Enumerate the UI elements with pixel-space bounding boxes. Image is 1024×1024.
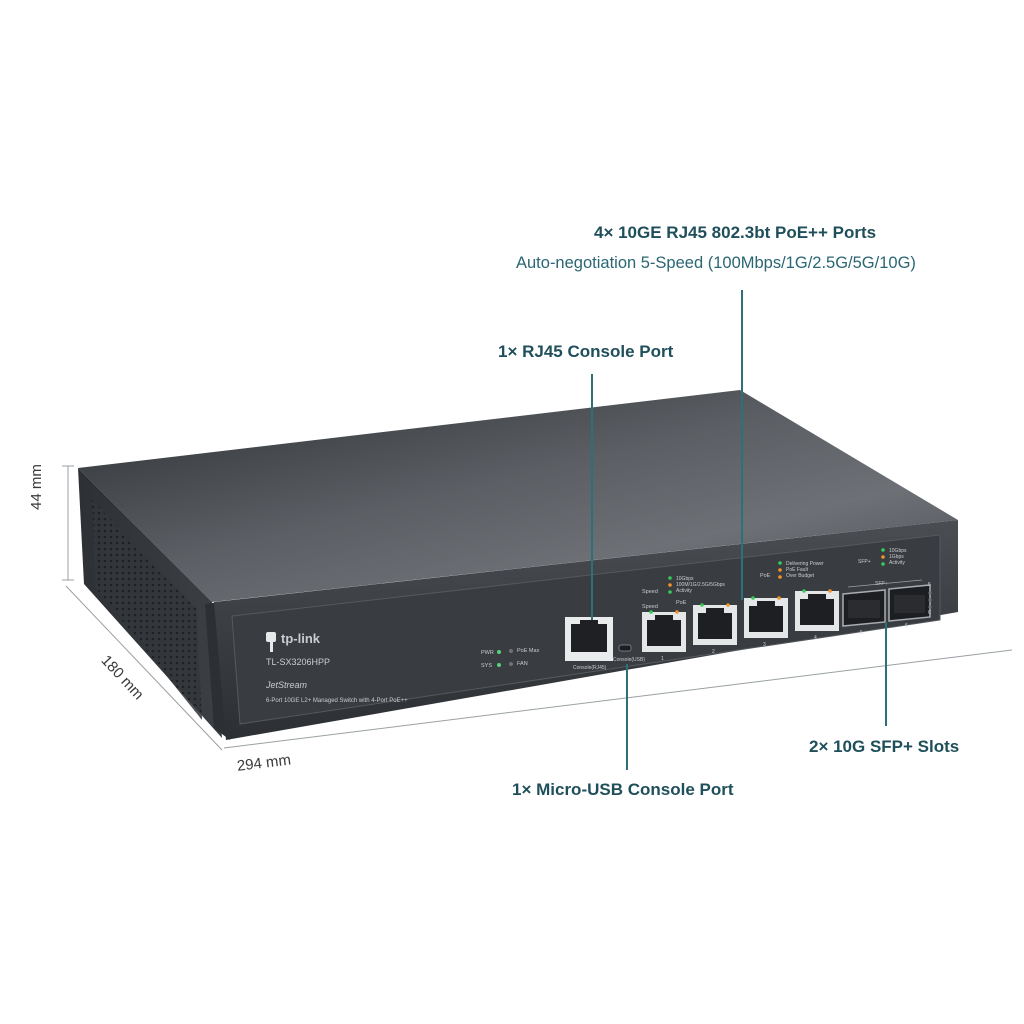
port-speed-led-label: Speed (642, 604, 658, 610)
console-usb-leader-line (626, 664, 628, 770)
pwr-led-label: PWR (481, 650, 494, 656)
device-description: 6-Port 10GE L2+ Managed Switch with 4-Po… (266, 698, 408, 704)
poe-led-legend: PoE Delivering Power PoE Fault Over Budg… (760, 561, 824, 579)
sfp-slots: SFP+ 5 6 5 6 (842, 579, 932, 636)
port-number-2: 2 (712, 649, 715, 655)
poe-ports-callout-subtitle: Auto-negotiation 5-Speed (100Mbps/1G/2.5… (516, 254, 916, 272)
poe-legend-item-2: PoE Fault (786, 567, 809, 573)
tp-link-logo: tp-link (266, 631, 321, 652)
fan-led (509, 662, 513, 666)
console-rj45-label: Console(RJ45) (573, 665, 607, 671)
poe-legend-item-3: Over Budget (786, 573, 815, 579)
port-number-1: 1 (661, 656, 664, 662)
rj45-port-1: 1 (642, 610, 686, 662)
speed-legend-item-2: 100M/1G/2.5G/5Gbps (676, 582, 725, 588)
sfp-legend-label: SFP+ (858, 559, 871, 565)
console-usb-port: Console(USB) (613, 644, 645, 663)
speed-legend-item-3: Activity (676, 588, 692, 594)
sys-led-label: SYS (481, 663, 492, 669)
sys-led (497, 663, 501, 667)
series-name: JetStream (265, 680, 308, 690)
dimension-lines (62, 465, 1013, 751)
sfp-slot-5: 5 (842, 589, 886, 636)
speed-legend-label: Speed (642, 589, 658, 595)
poe-legend-item-1: Delivering Power (786, 561, 824, 567)
poe-ports-leader-line (741, 290, 743, 600)
port-number-5: 5 (860, 630, 863, 636)
poe-max-led-label: PoE Max (517, 648, 540, 654)
fan-led-label: FAN (517, 661, 528, 667)
console-usb-callout: 1× Micro-USB Console Port (512, 780, 734, 799)
speed-legend-item-1: 10Gbps (676, 576, 694, 582)
console-rj45-callout: 1× RJ45 Console Port (498, 342, 674, 361)
sfp-led-legend: SFP+ 10Gbps 1Gbps Activity (858, 548, 907, 566)
poe-rj45-ports: 1 2 3 4 (642, 589, 839, 662)
console-rj45-leader-line (591, 374, 593, 620)
speed-led-legend: Speed 10Gbps 100M/1G/2.5G/5Gbps Activity… (642, 576, 725, 610)
console-rj45-port: Console(RJ45) (565, 617, 613, 671)
sfp-led-number-5: 5 (928, 582, 931, 588)
poe-legend-label: PoE (760, 573, 771, 579)
system-leds: PWR PoE Max SYS FAN (481, 648, 540, 669)
sfp-led-number-6: 6 (928, 610, 931, 616)
sfp-slots-callout: 2× 10G SFP+ Slots (809, 737, 960, 756)
poe-max-led (509, 649, 513, 653)
switch-top-surface (78, 390, 958, 602)
poe-ports-callout-title: 4× 10GE RJ45 802.3bt PoE++ Ports (594, 223, 877, 242)
port-number-4: 4 (814, 635, 817, 641)
brand-name: tp-link (281, 631, 321, 646)
model-name: TL-SX3206HPP (266, 657, 330, 667)
port-number-3: 3 (763, 642, 766, 648)
port-poe-led-label: PoE (676, 600, 687, 606)
height-dimension-label: 44 mm (28, 464, 45, 510)
console-usb-label: Console(USB) (613, 657, 645, 663)
sfp-slots-leader-line (885, 622, 887, 726)
pwr-led (497, 650, 501, 654)
port-number-6: 6 (905, 623, 908, 629)
sfp-slot-6: 6 (888, 584, 931, 629)
rj45-port-3: 3 (744, 596, 788, 648)
sfp-legend-item-3: Activity (889, 560, 905, 566)
rj45-port-2: 2 (693, 603, 737, 655)
sfp-legend-item-1: 10Gbps (889, 548, 907, 554)
sfp-legend-item-2: 1Gbps (889, 554, 904, 560)
rj45-port-4: 4 (795, 589, 839, 641)
